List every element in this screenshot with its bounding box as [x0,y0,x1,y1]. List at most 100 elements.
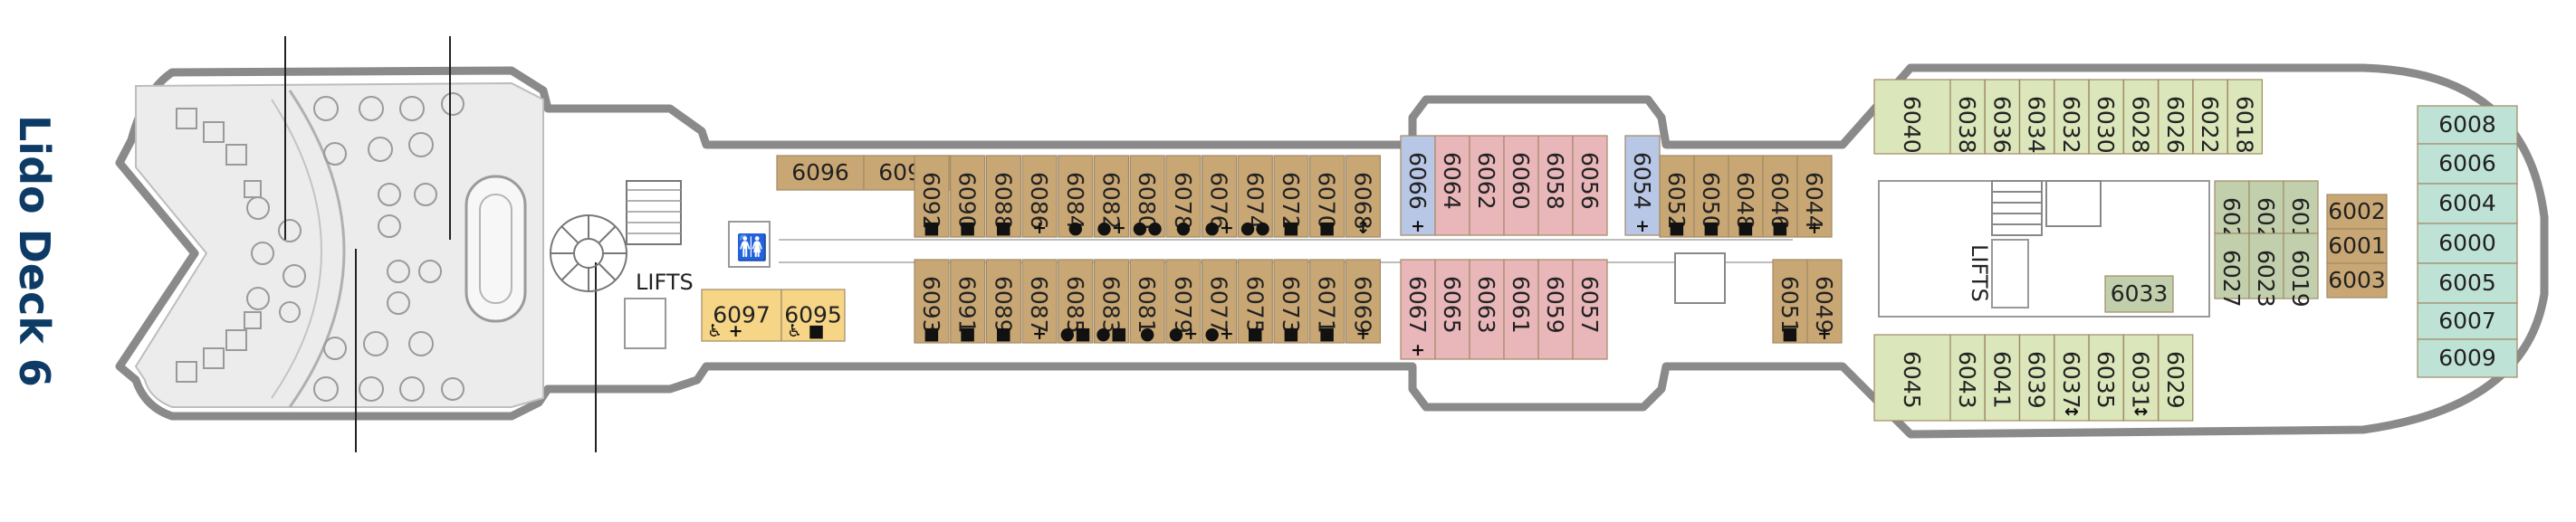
cabin-6040[interactable]: 6040 [1873,79,1951,155]
cabin-6046[interactable]: 6046■ [1762,155,1798,238]
cabin-6087[interactable]: 6087+ [1021,259,1058,344]
cabin-6009[interactable]: 6009 [2417,338,2518,378]
cabin-6084[interactable]: 6084● [1058,155,1094,238]
cabin-6039[interactable]: 6039 [2019,334,2055,422]
cabin-6032[interactable]: 6032 [2054,79,2090,155]
cabin-6023[interactable]: 6023 [2248,233,2284,308]
cabin-6067[interactable]: 6067+ [1400,259,1436,360]
cabin-6031[interactable]: 6031↔ [2122,334,2159,422]
cabin-number: 6075 [1241,276,1268,334]
cabin-6048[interactable]: 6048■ [1728,155,1764,238]
cabin-6081[interactable]: 6081● [1129,259,1165,344]
cabin-6070[interactable]: 6070■ [1309,155,1345,238]
cabin-6001[interactable]: 6001 [2326,228,2388,264]
cabin-6080[interactable]: 6080●● [1129,155,1165,238]
cabin-6045[interactable]: 6045 [1873,334,1951,422]
cabin-6035[interactable]: 6035 [2088,334,2124,422]
cabin-6034[interactable]: 6034 [2019,79,2055,155]
cabin-number: 6009 [2438,345,2496,371]
cabin-6037[interactable]: 6037↔ [2054,334,2090,422]
cabin-6096[interactable]: 6096 [776,155,865,191]
cabin-6041[interactable]: 6041 [1984,334,2020,422]
cabin-6089[interactable]: 6089■ [985,259,1022,344]
cabin-6097[interactable]: 6097♿ + [701,289,782,342]
cabin-6054[interactable]: 6054+ [1624,135,1661,236]
cabin-6092[interactable]: 6092■ [914,155,950,238]
cabin-6008[interactable]: 6008 [2417,105,2518,145]
cabin-6076[interactable]: 6076●+ [1201,155,1238,238]
cabin-6019-shape [2283,233,2319,299]
cabin-number: 6089 [990,276,1016,334]
cabin-6006[interactable]: 6006 [2417,143,2518,185]
cabin-6060[interactable]: 6060 [1503,135,1539,236]
cabin-6065[interactable]: 6065 [1434,259,1470,360]
cabin-6003[interactable]: 6003 [2326,262,2388,299]
cabin-6064[interactable]: 6064 [1434,135,1470,236]
cabin-6026-shape [2158,79,2194,155]
cabin-6001-shape [2326,228,2388,264]
cabin-6029[interactable]: 6029 [2158,334,2194,422]
cabin-6083[interactable]: 6083●■ [1093,259,1130,344]
cabin-6069[interactable]: 6069+ [1345,259,1382,344]
cabin-6072[interactable]: 6072■ [1273,155,1309,238]
cabin-6049[interactable]: 6049+ [1806,259,1843,344]
cabin-6028[interactable]: 6028 [2122,79,2159,155]
cabin-6074[interactable]: 6074●● [1237,155,1273,238]
cabin-6019[interactable]: 6019 [2283,233,2319,308]
cabin-6061[interactable]: 6061 [1503,259,1539,360]
cabin-6022[interactable]: 6022 [2192,79,2228,155]
cabin-6091[interactable]: 6091■ [950,259,986,344]
cabin-6071[interactable]: 6071■ [1309,259,1345,344]
cabin-6029-shape [2158,334,2194,422]
cabin-6005[interactable]: 6005 [2417,262,2518,304]
cabin-6077[interactable]: 6077●+ [1201,259,1238,344]
cabin-6050[interactable]: 6050■ [1693,155,1729,238]
cabin-6066-shape [1400,135,1436,236]
cabin-6073[interactable]: 6073■ [1273,259,1309,344]
cabin-6051[interactable]: 6051■ [1772,259,1808,344]
cabin-6026[interactable]: 6026 [2158,79,2194,155]
cabin-6066[interactable]: 6066+ [1400,135,1436,236]
cabin-6085[interactable]: 6085●■ [1058,259,1094,344]
cabin-6063[interactable]: 6063 [1469,259,1505,360]
cabin-number: 6037 [2058,351,2084,409]
cabin-6016[interactable]: 6016 [2283,180,2319,255]
cabin-6000[interactable]: 6000 [2417,223,2518,264]
cabin-number: 6018 [2231,96,2257,154]
cabin-6082[interactable]: 6082●+ [1093,155,1130,238]
cabin-6009-shape [2417,338,2518,378]
cabin-6090[interactable]: 6090■ [950,155,986,238]
cabin-6056[interactable]: 6056 [1572,135,1608,236]
cabin-6088[interactable]: 6088■ [985,155,1022,238]
cabin-6078[interactable]: 6078● [1165,155,1202,238]
cabin-6036[interactable]: 6036 [1984,79,2020,155]
cabin-6059[interactable]: 6059 [1537,259,1574,360]
cabin-6086[interactable]: 6086+ [1021,155,1058,238]
cabin-number: 6096 [791,159,849,185]
cabin-6093[interactable]: 6093■ [914,259,950,344]
cabin-6057[interactable]: 6057 [1572,259,1608,360]
cabin-6095[interactable]: 6095♿ ■ [780,289,846,342]
cabin-6038[interactable]: 6038 [1949,79,1986,155]
cabin-6002[interactable]: 6002 [2326,194,2388,230]
amenity-symbol: + [1411,340,1425,360]
cabin-6018[interactable]: 6018 [2226,79,2263,155]
cabin-6030[interactable]: 6030 [2088,79,2124,155]
cabin-6075[interactable]: 6075■ [1237,259,1273,344]
cabin-6043[interactable]: 6043 [1949,334,1986,422]
cabin-6052[interactable]: 6052■ [1659,155,1695,238]
cabin-6079[interactable]: 6079●+ [1165,259,1202,344]
cabin-6058[interactable]: 6058 [1537,135,1574,236]
cabin-6044-shape [1796,155,1833,238]
cabin-number: 6095 [784,302,842,328]
spiral-staircase [550,214,627,292]
cabin-number: 6023 [2253,250,2279,308]
cabin-6062[interactable]: 6062 [1469,135,1505,236]
cabin-6004[interactable]: 6004 [2417,183,2518,224]
cabin-6027[interactable]: 6027 [2214,233,2250,308]
cabin-6007[interactable]: 6007 [2417,302,2518,340]
cabin-6044[interactable]: 6044+ [1796,155,1833,238]
cabin-6004-shape [2417,183,2518,224]
cabin-6068[interactable]: 6068↕ [1345,155,1382,238]
cabin-6033[interactable]: 6033 [2104,275,2174,313]
